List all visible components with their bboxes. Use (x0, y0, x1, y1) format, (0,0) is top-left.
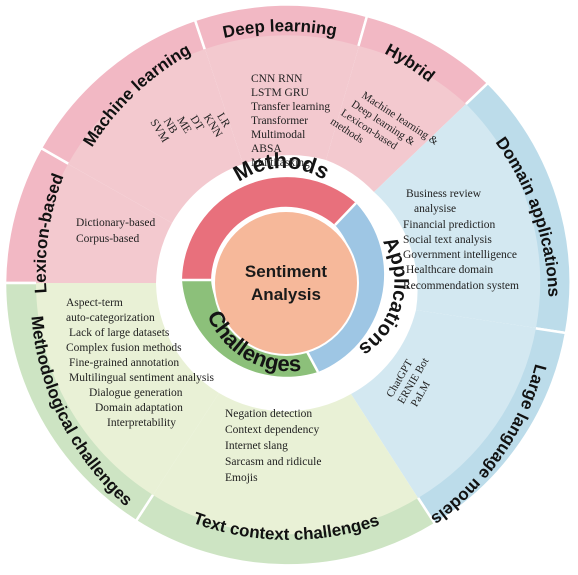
list-item: Context dependency (225, 424, 319, 436)
list-item: Financial prediction (403, 219, 496, 231)
domain-applications-items: Business review analysise Financial pred… (403, 188, 519, 292)
list-item: Fine-grained annotation (69, 357, 179, 369)
list-item: Government intelligence (403, 249, 517, 261)
text-context-items: Negation detection Context dependency In… (225, 408, 321, 484)
machine-learning-items: SVM NB ME DT KNN LR (147, 111, 232, 145)
list-item: ABSA (251, 143, 282, 155)
list-item: Interpretability (107, 417, 176, 429)
list-item: Business review (406, 188, 482, 200)
list-item: analysise (414, 203, 456, 215)
list-item: Transformer (251, 115, 308, 127)
list-item: Internet slang (225, 440, 288, 452)
center-label-line1: Sentiment (245, 262, 328, 281)
applications-ring-segment (304, 203, 385, 372)
list-item: Emojis (225, 472, 258, 484)
list-item: Lack of large datasets (69, 327, 170, 339)
list-item: Sarcasm and ridicule (225, 456, 321, 468)
list-item: Healthcare domain (406, 264, 493, 276)
list-item: Corpus-based (76, 233, 139, 245)
methods-ring-segment (182, 177, 356, 280)
list-item: Dictionary-based (76, 217, 155, 229)
list-item: Multimodal (251, 129, 305, 141)
list-item: CNN RNN (251, 73, 303, 85)
list-item: Multitasking (251, 157, 310, 169)
list-item: Complex fusion methods (66, 342, 182, 354)
list-item: Recommendation system (403, 280, 519, 292)
list-item: Aspect-term (66, 297, 123, 309)
list-item: LSTM GRU (251, 87, 310, 99)
list-item: Negation detection (225, 408, 312, 420)
deep-learning-items: CNN RNN LSTM GRU Transfer learning Trans… (251, 73, 330, 169)
methodological-items: Aspect-term auto-categorization Lack of … (66, 297, 215, 429)
item-area-tints (36, 35, 541, 535)
list-item: Social text analysis (403, 234, 492, 246)
list-item: Domain adaptation (95, 402, 183, 414)
list-item: auto-categorization (66, 312, 155, 324)
list-item: Dialogue generation (89, 387, 183, 399)
center-label-line2: Analysis (251, 285, 321, 304)
list-item: Transfer learning (251, 101, 330, 113)
list-item: Multilingual sentiment analysis (69, 372, 215, 384)
center-circle (213, 210, 359, 356)
